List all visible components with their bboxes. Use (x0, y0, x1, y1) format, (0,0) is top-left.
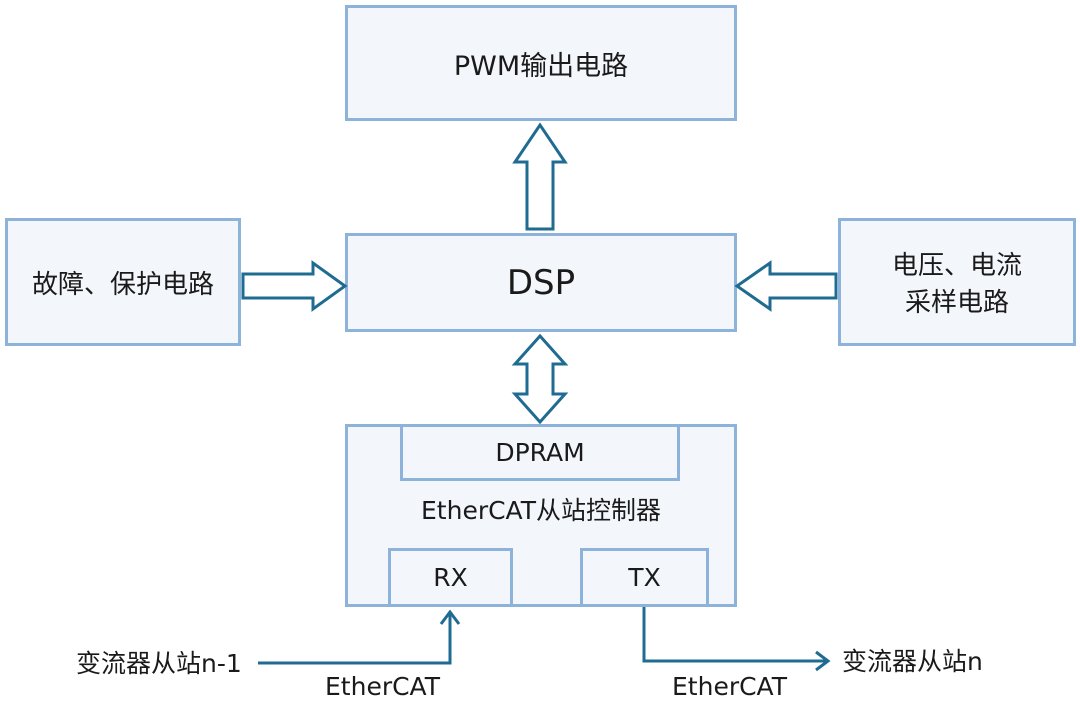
dsp-to-pwm-arrow (512, 122, 568, 231)
ethercat-slave-controller-label: EtherCAT从站控制器 (421, 496, 661, 525)
right-ethercat-label: EtherCAT (672, 672, 787, 701)
sampling-label-line1: 电压、电流 (891, 251, 1022, 281)
rx-arrowhead (439, 609, 461, 625)
next-station-label: 变流器从站n (842, 647, 983, 676)
sampling-label-line2: 采样电路 (904, 288, 1009, 318)
pwm-output-block: PWM输出电路 (345, 5, 737, 121)
dsp-label: DSP (506, 262, 576, 303)
dsp-block: DSP (345, 233, 737, 332)
fault-protection-block: 故障、保护电路 (5, 218, 241, 346)
sampling-to-dsp-arrow (734, 260, 838, 312)
dsp-dpram-double-arrow (511, 333, 569, 425)
rx-label: RX (433, 563, 468, 592)
tx-label: TX (628, 563, 661, 592)
pwm-output-label: PWM输出电路 (453, 50, 629, 82)
outgoing-ethercat-line (642, 607, 826, 663)
dpram-label: DPRAM (495, 438, 585, 467)
tx-block: TX (580, 548, 709, 607)
sampling-block: 电压、电流 采样电路 (838, 218, 1076, 346)
fault-to-dsp-arrow (241, 260, 348, 312)
rx-block: RX (388, 548, 513, 607)
next-station-arrowhead (815, 650, 831, 672)
prev-station-label: 变流器从站n-1 (76, 649, 242, 678)
fault-protection-label: 故障、保护电路 (31, 269, 214, 300)
dpram-block: DPRAM (400, 424, 680, 481)
incoming-ethercat-line (258, 614, 452, 665)
left-ethercat-label: EtherCAT (325, 672, 440, 701)
